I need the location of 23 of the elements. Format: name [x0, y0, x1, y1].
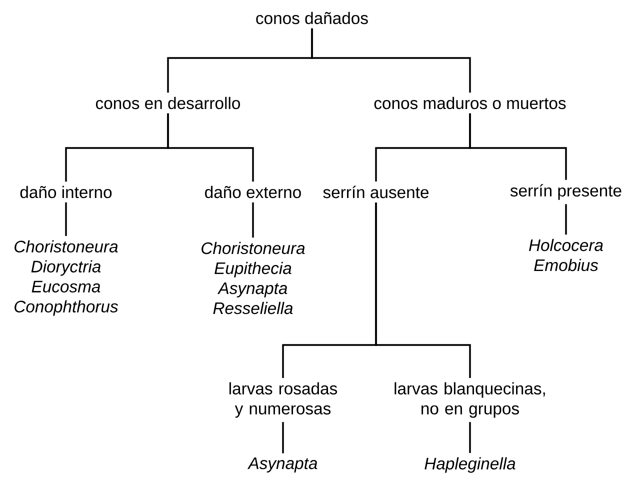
- tree-connector: [311, 28, 471, 93]
- genus-list: Choristoneura Eupithecia Asynapta Resseliella: [202, 242, 305, 314]
- branch-label: conos en desarrollo: [96, 96, 240, 110]
- branch-label: conos dañados: [256, 12, 368, 24]
- branch-label: serrín ausente: [323, 186, 428, 198]
- genus-list: Asynapta: [247, 458, 318, 472]
- tree-connector: [252, 202, 254, 238]
- genus-list: Holcocera Emobius: [529, 238, 603, 272]
- branch-label: conos maduros o muertos: [374, 96, 566, 110]
- genus-list: Hapleginella: [424, 457, 516, 473]
- tree-connector: [469, 113, 567, 180]
- tree-connector: [375, 202, 471, 378]
- branch-label: larvas rosadas y numerosas: [229, 382, 338, 418]
- genus-list: Choristoneura Dioryctria Eucosma Conophthorus: [14, 240, 118, 316]
- branch-label: serrín presente: [510, 184, 622, 200]
- branch-label: daño interno: [20, 186, 112, 198]
- tree-connector: [65, 202, 67, 236]
- branch-label: daño externo: [205, 186, 301, 198]
- tree-connector: [565, 204, 567, 235]
- tree-connector: [282, 422, 284, 454]
- branch-label: larvas blanquecinas, no en grupos: [394, 382, 545, 418]
- tree-connector: [469, 422, 471, 453]
- tree-connector: [167, 113, 254, 182]
